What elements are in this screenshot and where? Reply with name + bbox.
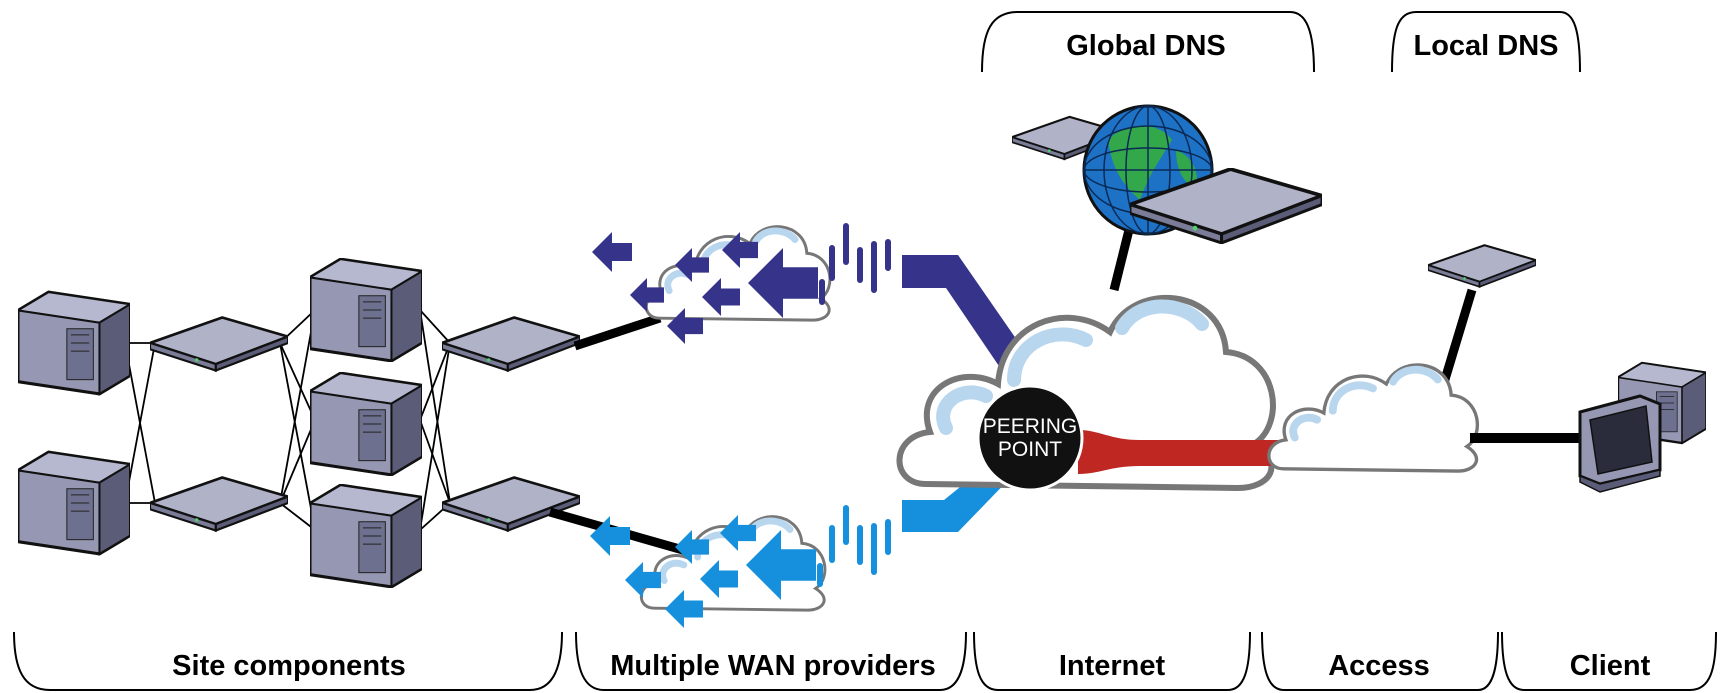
wan-top-link: [573, 313, 662, 351]
local-dns-bracket: [1391, 11, 1581, 73]
peering-point-line1: PEERING: [983, 415, 1078, 438]
local-dns-label: Local DNS: [1413, 30, 1558, 62]
arrow-icon: [592, 232, 632, 272]
global-dns-label: Global DNS: [1066, 30, 1226, 62]
monitor-icon: [1578, 394, 1662, 493]
server-icon: [18, 292, 130, 394]
internet-label: Internet: [1059, 650, 1166, 682]
server-icon: [18, 452, 130, 554]
client-label: Client: [1570, 650, 1651, 682]
server-icon: [310, 372, 422, 476]
bottom-brackets: [13, 631, 1717, 691]
server-icon: [310, 258, 422, 362]
site-components-label: Site components: [172, 650, 406, 682]
peering-point-line2: POINT: [998, 438, 1062, 461]
wan-top-dashes: [819, 223, 891, 305]
wan-providers-label: Multiple WAN providers: [610, 650, 935, 682]
switch-icon: [150, 476, 288, 532]
global-dns-bracket: [981, 11, 1315, 73]
cloud-icon: [1269, 365, 1478, 471]
switch-icon: [442, 316, 580, 372]
server-icon: [310, 484, 422, 588]
switch-icon: [442, 476, 580, 532]
peering-point: PEERING POINT: [976, 384, 1084, 492]
wan-bottom-dashes: [817, 505, 891, 587]
access-link: [1078, 430, 1320, 474]
client-computer: [1578, 361, 1706, 493]
switch-icon: [150, 316, 288, 372]
local-dns-server-icon: [1428, 243, 1536, 289]
access-label: Access: [1328, 650, 1430, 682]
